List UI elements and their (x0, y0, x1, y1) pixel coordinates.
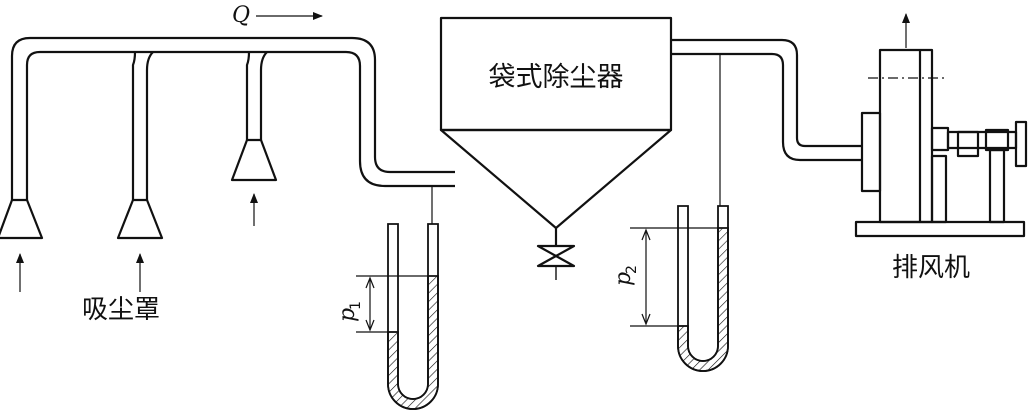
p1-symbol: p (335, 308, 360, 322)
outlet-duct (671, 38, 862, 162)
manometer-1 (356, 186, 439, 410)
flow-label: Q (232, 3, 250, 28)
discharge-valve (536, 244, 576, 280)
p2-symbol: p (611, 272, 636, 286)
hood-2 (116, 198, 164, 240)
filter-label: 袋式除尘器 (489, 62, 624, 93)
hood-3 (230, 138, 278, 182)
branch-duct-3 (245, 51, 268, 140)
bag-filter (439, 16, 673, 246)
main-duct (10, 36, 455, 200)
branch-duct-2 (131, 51, 154, 200)
hoods-label: 吸尘罩 (82, 295, 160, 325)
fan-label: 排风机 (892, 253, 970, 283)
manometer-2 (630, 54, 729, 372)
p1-subscript: 1 (348, 301, 364, 310)
exhaust-fan (854, 48, 1028, 238)
hood-1 (0, 198, 44, 240)
p2-subscript: 2 (624, 265, 640, 274)
p2-label: p 2 (611, 265, 640, 286)
p1-label: p 1 (335, 301, 364, 322)
